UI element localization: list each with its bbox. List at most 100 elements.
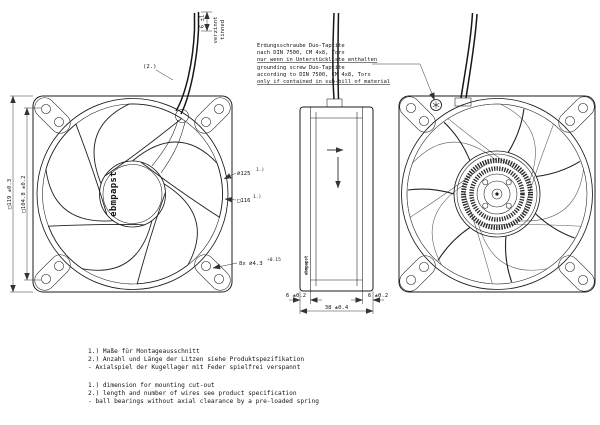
tinned-length-dim: 6 ±1 verzinnt tinned [200,11,226,44]
cutout-square-ref: 1.) [253,194,261,200]
hub-outer-circle [453,150,541,238]
brand-label-side: ebmpapst [304,255,309,275]
note-de-3: - Axialspiel der Kugellager mit Feder sp… [88,364,301,371]
grounding-screw [430,99,442,111]
hub-ring [456,153,538,235]
rear-frame [398,95,596,293]
hub-screw [505,179,512,186]
hub-center-circle [483,180,511,208]
grounding-note-en-line1: grounding screw Duo-Taptite [257,65,345,71]
wire-ref: (2.) [143,64,174,81]
hub-label-text-ring [461,158,533,230]
dim-outer-square: □119 ±0.3 [7,95,33,293]
hub-plate-circle [476,173,518,215]
venturi-outer-circle [401,98,593,290]
wire-exit-block [326,98,343,108]
fan-blade [28,121,147,237]
hub-label-text-ring [469,166,525,222]
tinned-label-en: tinned [220,20,226,40]
note-en-1: 1.) dimension for mounting cut-out [88,382,215,389]
mounting-hole-pair [201,104,224,127]
mounting-holes-label: 8x ⌀4.3 [239,261,263,267]
dim-hole-pitch: □104.8 ±0.2 [21,107,41,281]
lead-wires-side [332,12,340,100]
note-de-1: 1.) Maße für Montageausschnitt [88,348,200,355]
note-en-2: 2.) length and number of wires see produ… [88,390,297,397]
mounting-hole-pair [406,262,429,285]
strut [500,235,517,283]
hub-screw [505,202,512,209]
dim-outer-square-label: □119 ±0.3 [7,179,13,209]
shaft-center [495,192,499,196]
cutout-square-label: □116 [237,198,250,204]
cutout-circle-ref: 1.) [256,167,264,173]
mounting-hole-pair [41,104,64,127]
venturi-inner-circle [42,103,223,285]
mounting-hole-pair [565,262,588,285]
fan-blade [109,177,211,288]
grounding-note: Erdungsschraube Duo-Taptite nach DIN 750… [257,43,390,85]
cutout-circle-label: ⌀125 [237,171,250,177]
strain-relief-boss [175,109,189,123]
mounting-hole-pair [565,103,588,126]
lead-wires-front [175,12,200,115]
wire-exit-block [454,97,472,107]
grounding-note-en-line2: according to DIN 7500, CM 4x8, Torx [257,72,371,78]
grounding-note-de-line3: nur wenn in Unterstückliste enthalten [257,57,377,63]
corner-boss [190,250,235,295]
leader-line [155,69,174,81]
shaft-circle [491,188,503,200]
tinned-label-de: verzinnt [213,17,219,44]
grounding-note-de-line1: Erdungsschraube Duo-Taptite [257,43,345,49]
note-de-2: 2.) Anzahl und Länge der Litzen siehe Pr… [88,356,304,363]
tinned-length-label: 6 ±1 [200,15,206,28]
blade-silhouettes [406,91,600,290]
rotor-rear [406,91,600,290]
hub-screw [482,202,489,209]
front-view: ebmpapst [28,12,235,295]
strut [535,157,581,182]
wire-ref-label: (2.) [143,64,156,70]
wire-channel [151,119,179,167]
side-view: ebmpapst [299,12,374,292]
venturi-outer-circle [36,98,229,290]
impeller [28,91,223,290]
torx-icon [432,101,440,109]
flange-left-label: 6 ±0.2 [286,293,306,299]
leader-line [223,172,237,180]
strut [407,188,455,195]
dim-hole-pitch-label: □104.8 ±0.2 [21,175,27,212]
front-frame [32,95,233,293]
flange-right-label: 6 ±0.2 [368,293,388,299]
fan-blade [132,141,223,218]
grounding-leader-line [372,63,435,101]
hub-circle [99,160,166,228]
strut [532,212,577,240]
lead-wires-rear [460,12,478,99]
mounting-hole-pair [201,261,224,284]
strut [440,121,475,162]
leader-line [212,262,238,270]
rear-view [395,12,600,296]
mounting-hole-pair [41,261,64,284]
fan-blade-rear [419,177,520,288]
holes-annotation: 8x ⌀4.3 +0.15 [212,257,281,270]
mounting-holes-tolerance: +0.15 [267,257,281,263]
depth-total-label: 38 ±0.4 [325,305,349,311]
strut [507,107,526,155]
brand-logo-front: ebmpapst [109,171,119,217]
hub-screw [482,179,489,186]
footnotes: 1.) Maße für Montageausschnitt 2.) Anzah… [88,348,319,405]
side-frame [299,106,374,292]
leader-line [224,196,237,203]
corner-boss [190,93,235,138]
cutout-annotations: ⌀125 1.) □116 1.) [223,167,264,204]
note-en-3: - ball bearings without axial clearance … [88,398,319,405]
strut [436,223,471,264]
mounting-hole-pair [406,103,429,126]
depth-dims: 6 ±0.2 6 ±0.2 38 ±0.4 [286,291,388,314]
grounding-note-de-line2: nach DIN 7500, CM 4x8, Torx [257,50,345,56]
wire-channel [160,121,186,174]
